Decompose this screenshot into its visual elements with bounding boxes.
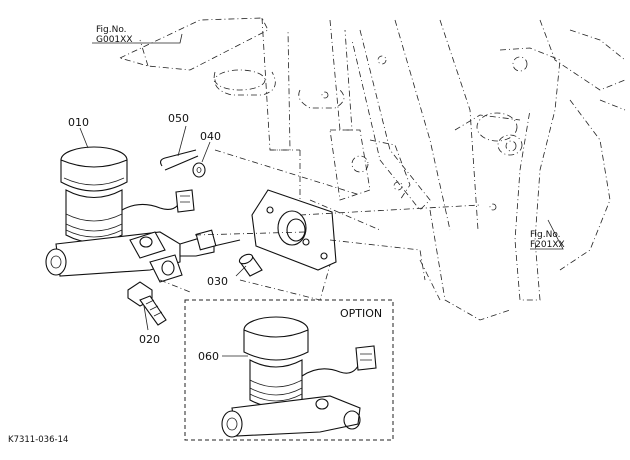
master-cylinder-010 — [45, 146, 241, 283]
part-number-040: 040 — [200, 130, 221, 143]
drawing-id: K7311-036-14 — [8, 435, 68, 445]
fig-ref-g001-number: G001XX — [96, 35, 132, 45]
frame-structure — [118, 17, 626, 321]
fig-ref-f201-label: Fig.No. — [530, 230, 561, 240]
part-number-010: 010 — [68, 116, 89, 129]
bolt-020 — [127, 281, 167, 326]
assembly-line — [299, 204, 481, 216]
option-box — [184, 299, 394, 441]
fig-ref-f201-number: F201XX — [530, 240, 565, 250]
part-number-060: 060 — [198, 350, 219, 363]
assembly-line — [194, 231, 306, 236]
part-number-030: 030 — [207, 275, 228, 288]
part-number-020: 020 — [139, 333, 160, 346]
washer-040 — [192, 162, 206, 178]
fig-ref-g001-label: Fig.No. — [96, 25, 127, 35]
assembly-line — [159, 279, 191, 293]
mounting-plate — [251, 189, 337, 271]
split-pin-050 — [160, 149, 199, 171]
leader-lines — [79, 33, 564, 357]
assembly-line — [214, 149, 361, 196]
part-number-050: 050 — [168, 112, 189, 125]
option-cylinder-060 — [221, 316, 377, 438]
pin-030 — [238, 253, 263, 277]
option-box-title: OPTION — [340, 307, 382, 320]
